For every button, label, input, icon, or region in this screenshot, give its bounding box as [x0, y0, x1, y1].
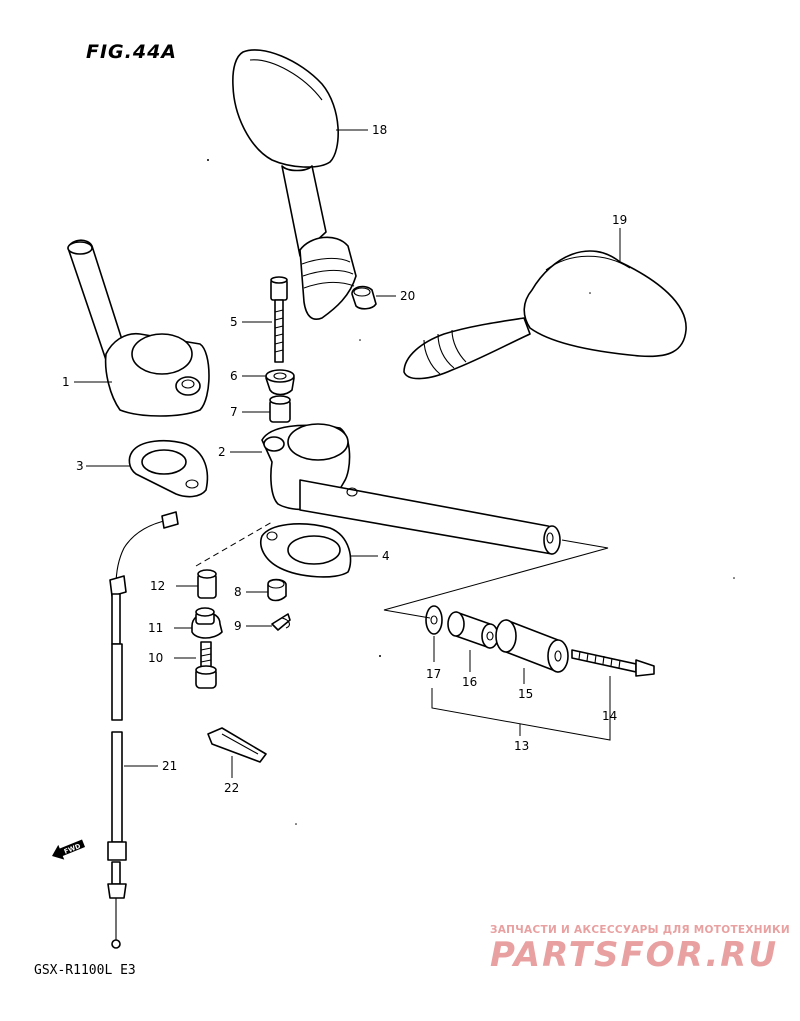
callout-11: 11: [148, 621, 163, 635]
assembly-line: [383, 539, 609, 619]
rubber-mount: [191, 607, 223, 639]
callout-4: 4: [382, 549, 390, 563]
callout-9: 9: [234, 619, 242, 633]
callout-8: 8: [234, 585, 242, 599]
callout-6: 6: [230, 369, 238, 383]
guide-line: [195, 521, 273, 567]
mirror-left: [232, 49, 357, 320]
callout-17: 17: [426, 667, 441, 681]
forward-arrow-icon: FWD: [52, 839, 86, 860]
small-nut: [267, 578, 287, 602]
gasket-right: [260, 523, 352, 578]
handlebar-right: [261, 423, 561, 555]
cable-clamp: [207, 727, 267, 763]
callout-21: 21: [162, 759, 177, 773]
bolt-long: [270, 276, 288, 363]
model-code: GSX-R1100L E3: [34, 963, 136, 978]
callout-13: 13: [514, 739, 529, 753]
handlebar-clamp-left: [67, 239, 210, 417]
callout-labels: 1 2 3 4 5 6 7 8 9 10 11 12 13 14 15 16 1…: [62, 123, 627, 795]
bar-end-weight: [495, 619, 569, 673]
inner-weight: [447, 611, 499, 649]
watermark-brand: PARTSFOR.RU: [490, 935, 778, 975]
long-screw: [571, 649, 655, 677]
callout-5: 5: [230, 315, 238, 329]
callout-12: 12: [150, 579, 165, 593]
leader-lines: [74, 129, 621, 778]
washer: [425, 605, 443, 635]
callout-15: 15: [518, 687, 533, 701]
callout-18: 18: [372, 123, 387, 137]
bolt-short: [195, 641, 217, 689]
callout-14: 14: [602, 709, 617, 723]
callout-1: 1: [62, 375, 70, 389]
mirror-right: [403, 250, 687, 380]
watermark-tagline: ЗАПЧАСТИ И АКСЕССУАРЫ ДЛЯ МОТОТЕХНИКИ: [490, 924, 790, 936]
throttle-cable: [107, 511, 179, 949]
callout-2: 2: [218, 445, 226, 459]
callout-10: 10: [148, 651, 163, 665]
forward-arrow-label: FWD: [63, 842, 82, 856]
scan-specks: [207, 159, 735, 825]
watermark: ЗАПЧАСТИ И АКСЕССУАРЫ ДЛЯ МОТОТЕХНИКИ PA…: [490, 924, 790, 975]
collar-nut: [265, 369, 295, 396]
callout-7: 7: [230, 405, 238, 419]
callout-19: 19: [612, 213, 627, 227]
callout-20: 20: [400, 289, 415, 303]
gasket-left: [128, 439, 209, 498]
callout-16: 16: [462, 675, 477, 689]
callout-22: 22: [224, 781, 239, 795]
callout-3: 3: [76, 459, 84, 473]
mirror-nut: [351, 285, 377, 310]
clip: [271, 613, 291, 631]
sleeve-12: [197, 569, 217, 599]
spacer-sleeve: [269, 395, 291, 423]
bracket-13: [431, 688, 611, 741]
figure-title: FIG.44A: [86, 41, 177, 63]
